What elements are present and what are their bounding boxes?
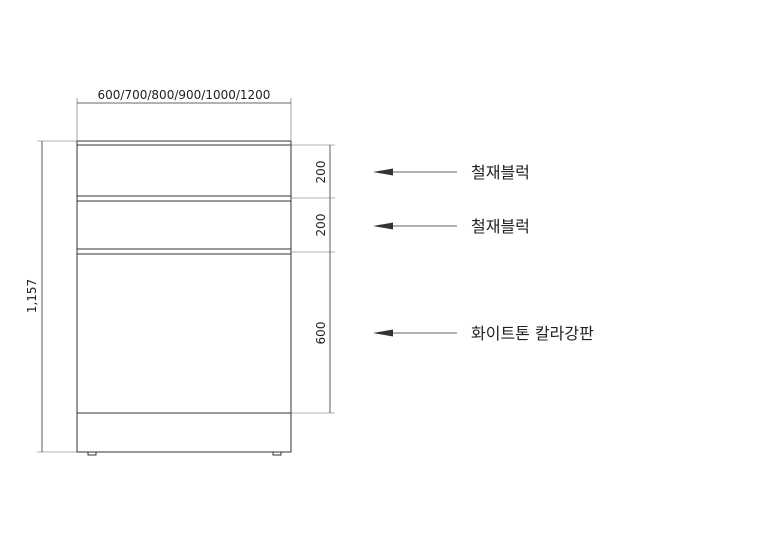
callout-arrow-icon [373, 329, 393, 337]
cabinet-body [76, 140, 292, 456]
right-foot [272, 451, 282, 456]
callout-label-drawer-middle: 철재블럭 [471, 217, 530, 236]
cabinet-outline [76, 140, 292, 453]
callout-door: 화이트톤 칼라강판 [373, 324, 594, 343]
callout-arrow-icon [373, 168, 393, 176]
drawer-top-dimension-text: 200 [314, 161, 328, 184]
callout-label-door: 화이트톤 칼라강판 [471, 324, 594, 343]
door-dimension-text: 600 [314, 322, 328, 345]
drawer-middle-dimension-text: 200 [314, 214, 328, 237]
callout-drawer-top: 철재블럭 [373, 163, 530, 182]
height-dimension-text: 1,157 [25, 279, 39, 313]
left-foot [87, 451, 97, 456]
section-dimensions: 200 200 600 [291, 144, 335, 414]
width-dimension-text: 600/700/800/900/1000/1200 [98, 88, 271, 102]
width-dimension: 600/700/800/900/1000/1200 [76, 88, 292, 140]
callout-label-drawer-top: 철재블럭 [471, 163, 530, 182]
callout-arrow-icon [373, 222, 393, 230]
height-dimension: 1,157 [25, 140, 77, 453]
callout-drawer-middle: 철재블럭 [373, 217, 530, 236]
